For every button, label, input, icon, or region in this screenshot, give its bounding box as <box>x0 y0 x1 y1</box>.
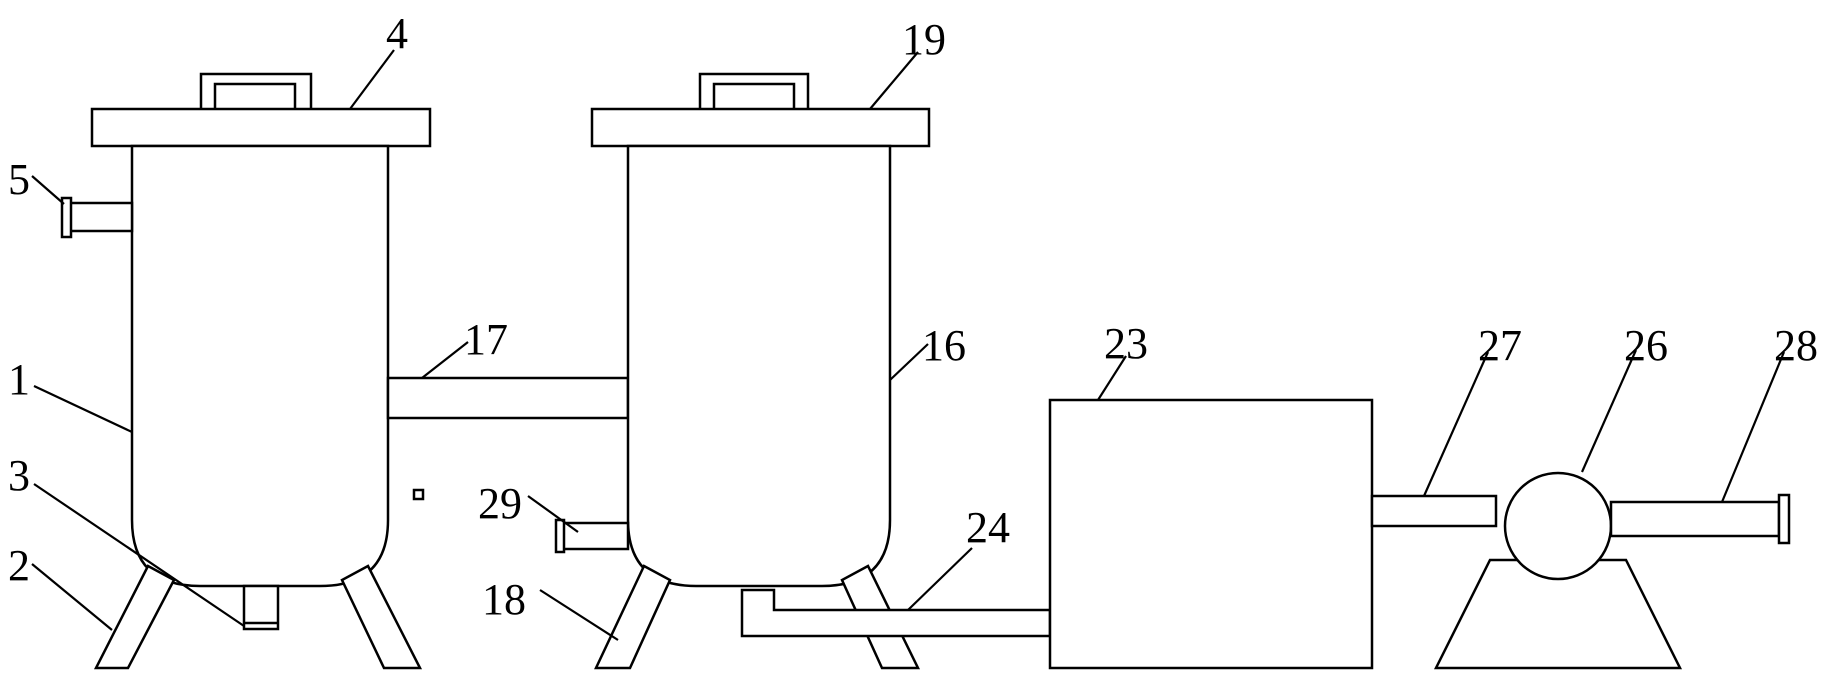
leader-16 <box>889 343 929 381</box>
leg-16-left <box>594 564 672 670</box>
leader-2 <box>31 563 113 631</box>
leader-3 <box>33 483 245 627</box>
pipe-27 <box>1370 494 1498 528</box>
leader-23 <box>1097 355 1127 401</box>
label-24: 24 <box>966 503 1010 552</box>
tank-16-body <box>626 144 892 588</box>
label-19: 19 <box>902 15 946 64</box>
inlet-flange-5 <box>60 196 73 239</box>
inlet-pipe-5 <box>66 201 134 233</box>
tank-1 <box>60 72 432 670</box>
lid-handle-16-inner <box>712 82 796 112</box>
small-square-mark <box>412 488 425 501</box>
leader-lines <box>31 49 1786 641</box>
leader-28 <box>1720 351 1786 503</box>
label-23: 23 <box>1104 319 1148 368</box>
lid-1 <box>90 107 432 148</box>
leg-1-right <box>340 564 423 670</box>
box-23 <box>1048 398 1374 670</box>
label-4: 4 <box>386 9 408 58</box>
pipe-24 <box>740 588 1052 638</box>
leader-19 <box>869 51 919 110</box>
lid-19 <box>590 107 931 148</box>
leader-17 <box>421 341 469 379</box>
leader-1 <box>33 385 133 433</box>
label-5: 5 <box>8 155 30 204</box>
lid-handle-1-inner <box>213 82 297 112</box>
part-labels: 4 19 5 1 3 2 17 16 29 18 24 23 27 26 28 <box>8 9 1818 624</box>
outlet-flange-29 <box>554 518 566 554</box>
leader-18 <box>539 589 619 641</box>
pipe-28 <box>1609 500 1781 538</box>
leader-5 <box>31 175 65 205</box>
leader-29 <box>527 495 579 533</box>
label-26: 26 <box>1624 321 1668 370</box>
leader-26 <box>1580 349 1638 473</box>
leg-1-left <box>93 564 176 670</box>
leader-24 <box>907 547 973 611</box>
label-2: 2 <box>8 541 30 590</box>
label-28: 28 <box>1774 321 1818 370</box>
leader-4 <box>349 49 395 110</box>
label-27: 27 <box>1478 321 1522 370</box>
label-16: 16 <box>922 321 966 370</box>
pipe-28-flange <box>1777 493 1791 545</box>
label-1: 1 <box>8 355 30 404</box>
tank-16 <box>554 72 931 670</box>
label-3: 3 <box>8 451 30 500</box>
pump-26-housing <box>1503 471 1613 581</box>
leader-27 <box>1422 351 1490 497</box>
pump-26 <box>1433 471 1683 670</box>
label-29: 29 <box>478 479 522 528</box>
tank-1-body <box>130 144 390 588</box>
connecting-pipe-17 <box>386 376 630 420</box>
label-18: 18 <box>482 575 526 624</box>
label-17: 17 <box>464 315 508 364</box>
